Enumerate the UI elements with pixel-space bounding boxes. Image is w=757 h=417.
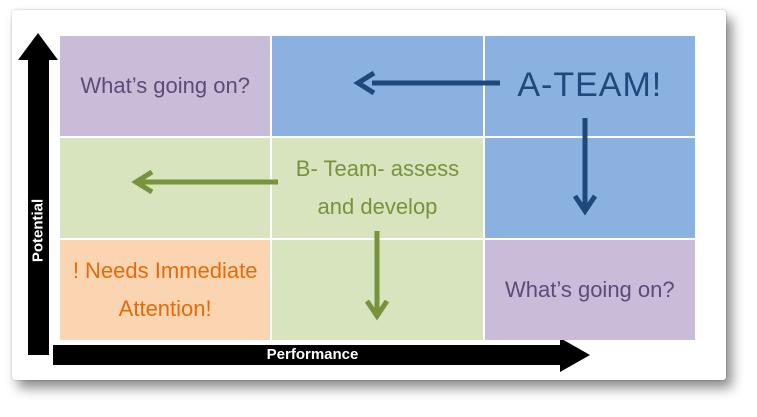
cell-whats-going-on-bottom-right: What’s going on? — [484, 240, 695, 340]
cell-a-team: A-TEAM! — [484, 36, 695, 136]
cell-blue-middle-right — [484, 138, 695, 238]
x-axis-arrow: Performance — [53, 345, 572, 365]
cell-green-middle-left — [60, 138, 271, 238]
cell-label: B- Team- assess and develop — [295, 155, 460, 220]
y-axis-arrow — [28, 58, 49, 355]
cell-whats-going-on-top-left: What’s going on? — [60, 36, 271, 136]
cell-label: What’s going on? — [505, 276, 675, 302]
cell-b-team: B- Team- assess and develop — [272, 138, 483, 238]
matrix-grid: What’s going on? A-TEAM! B- Team- assess… — [60, 36, 695, 340]
x-axis-label: Performance — [266, 346, 359, 363]
cell-label: ! Needs Immediate Attention! — [72, 257, 258, 322]
cell-label: What’s going on? — [80, 72, 250, 98]
cell-blue-top-middle — [272, 36, 483, 136]
cell-needs-immediate-attention: ! Needs Immediate Attention! — [60, 240, 271, 340]
cell-label: A-TEAM! — [517, 66, 663, 105]
y-axis-arrowhead-up-icon — [18, 33, 58, 60]
x-axis-arrowhead-right-icon — [560, 338, 590, 372]
cell-green-bottom-middle — [272, 240, 483, 340]
y-axis-label: Potential — [29, 198, 47, 263]
diagram-page: Potential Performance What’s going on? A… — [12, 10, 726, 380]
